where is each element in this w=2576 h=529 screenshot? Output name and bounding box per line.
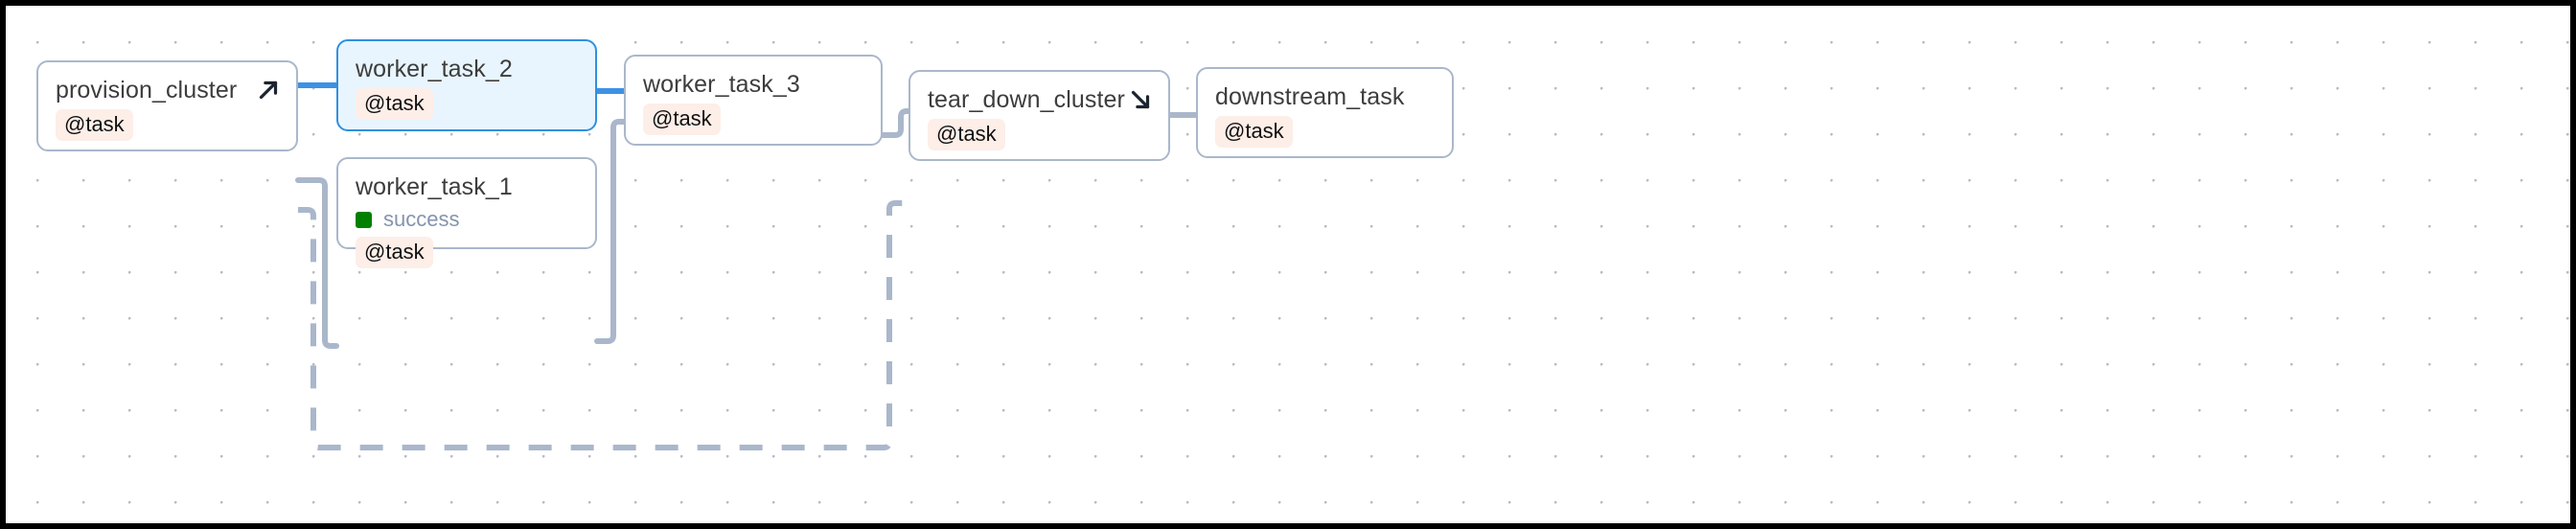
- node-decorator-badge: @task: [1215, 116, 1293, 148]
- node-decorator-badge: @task: [928, 119, 1005, 150]
- edge-provision-cluster-to-worker-task-1: [295, 177, 339, 349]
- arrow-down-right-icon[interactable]: [1126, 85, 1155, 114]
- status-label: success: [383, 207, 460, 231]
- edge-provision-cluster-to-tear-down-cluster: [298, 200, 908, 450]
- dag-node-tear-down-cluster[interactable]: tear_down_cluster @task: [908, 70, 1170, 161]
- status-success-indicator: [356, 211, 372, 228]
- node-decorator-badge: @task: [356, 237, 433, 268]
- node-decorator-badge: @task: [643, 104, 721, 135]
- dag-canvas[interactable]: provision_cluster @task worker_task_2 @t…: [6, 6, 2570, 523]
- node-title: worker_task_1: [356, 173, 513, 200]
- node-title: tear_down_cluster: [928, 86, 1125, 113]
- dag-node-worker-task-1[interactable]: worker_task_1 success @task: [336, 157, 597, 268]
- node-decorator-badge: @task: [356, 88, 433, 120]
- node-title: worker_task_2: [356, 56, 513, 82]
- dag-node-worker-task-3[interactable]: worker_task_3 @task: [624, 55, 883, 146]
- dag-node-provision-cluster[interactable]: provision_cluster @task: [36, 60, 298, 151]
- dag-node-downstream-task[interactable]: downstream_task @task: [1196, 67, 1454, 158]
- edge-worker-task-3-to-tear-down-cluster: [880, 108, 911, 138]
- node-status-row: success: [356, 207, 578, 232]
- arrow-up-right-icon[interactable]: [254, 76, 283, 104]
- dag-node-worker-task-2[interactable]: worker_task_2 @task: [336, 39, 597, 131]
- node-decorator-badge: @task: [56, 109, 133, 141]
- node-title: provision_cluster: [56, 77, 238, 104]
- node-title: downstream_task: [1215, 83, 1405, 110]
- edge-worker-task-1-to-worker-task-3: [594, 119, 627, 344]
- node-title: worker_task_3: [643, 71, 800, 98]
- edge-layer: [295, 82, 1196, 450]
